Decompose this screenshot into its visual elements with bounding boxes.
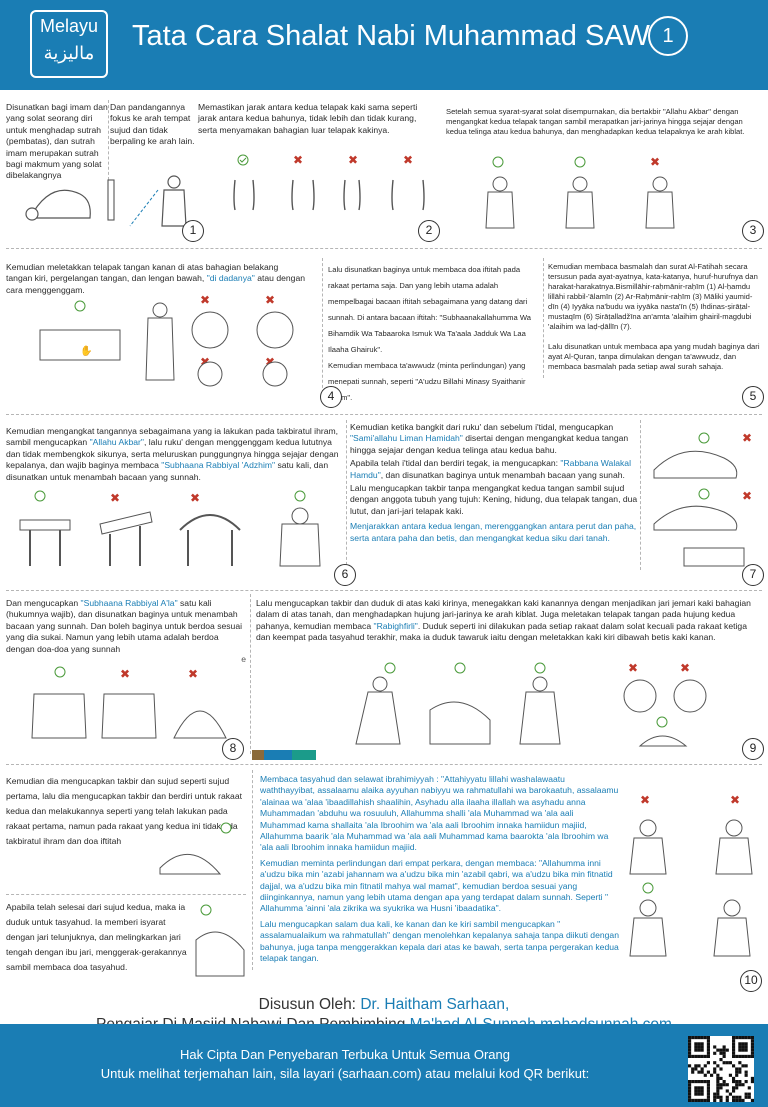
step10-salam-figures: ✖ ✖ xyxy=(629,793,753,957)
svg-text:✖: ✖ xyxy=(730,793,740,807)
step8-text: Dan mengucapkan "Subhaana Rabbiyal A'la"… xyxy=(6,598,243,654)
svg-text:✖: ✖ xyxy=(188,667,198,681)
footer-copyright: Hak Cipta Dan Penyebaran Terbuka Untuk S… xyxy=(179,1047,510,1062)
step-number-4: 4 xyxy=(320,386,342,408)
logo-bottom: ماليزية xyxy=(43,43,95,64)
step-number-6: 6 xyxy=(334,564,356,586)
step-number-8: 8 xyxy=(222,738,244,760)
step10-text-left-a: Kemudian dia mengucapkan takbir dan suju… xyxy=(6,776,242,846)
step-number-10: 10 xyxy=(740,970,762,992)
step4-hand-placement-figures: ✋ ✖ ✖ ✖ ✖ xyxy=(39,293,294,387)
svg-text:✖: ✖ xyxy=(403,153,413,167)
step10-text-right: Membaca tasyahud dan selawat ibrahimiyya… xyxy=(260,774,620,965)
svg-text:✖: ✖ xyxy=(293,153,303,167)
color-swatch-brown xyxy=(252,750,264,760)
step-number-3: 3 xyxy=(742,220,764,242)
qr-code[interactable] xyxy=(688,1036,754,1102)
step3-text: Setelah semua syarat-syarat solat disemp… xyxy=(446,107,745,136)
step7-para-2: Apabila telah i'tidal dan berdiri tegak,… xyxy=(350,458,631,480)
svg-text:✖: ✖ xyxy=(120,667,130,681)
sutrah-stick xyxy=(107,179,115,221)
step7-para-3: Lalu mengucapkan takbir tanpa mengangkat… xyxy=(350,483,638,516)
footer-translations: Untuk melihat terjemahan lain, sila laya… xyxy=(100,1066,590,1081)
svg-text:✖: ✖ xyxy=(200,293,210,307)
svg-text:✖: ✖ xyxy=(742,489,752,503)
svg-text:✖: ✖ xyxy=(742,431,752,445)
step8-label-e: e xyxy=(241,654,246,664)
svg-text:✖: ✖ xyxy=(348,153,358,167)
footer-banner xyxy=(0,1024,768,1107)
standing-person-figure xyxy=(129,175,187,227)
step10-salam-text: Lalu mengucapkan salam dua kali, ke kana… xyxy=(260,918,619,964)
color-swatch-teal xyxy=(292,750,316,760)
step2-text: Memastikan jarak antara kedua telapak ka… xyxy=(198,102,418,135)
step-number-7: 7 xyxy=(742,564,764,586)
step1-figures xyxy=(25,175,187,227)
svg-text:✖: ✖ xyxy=(265,355,275,369)
step-number-9: 9 xyxy=(742,738,764,760)
svg-text:✖: ✖ xyxy=(650,155,660,169)
title-page-number: 1 xyxy=(648,16,688,56)
svg-text:✖: ✖ xyxy=(640,793,650,807)
svg-text:✖: ✖ xyxy=(200,355,210,369)
step7-para-4: Menjarakkan antara kedua lengan, merengg… xyxy=(350,521,637,543)
step6-ruku-figures: ✖ ✖ xyxy=(19,490,321,567)
step-number-5: 5 xyxy=(742,386,764,408)
page-title: Tata Cara Shalat Nabi Muhammad SAW xyxy=(132,20,650,52)
step-number-1: 1 xyxy=(182,220,204,242)
step8-sujud-figures: ✖ ✖ xyxy=(31,666,227,739)
step10-isti'adzah-text: Kemudian meminta perlindungan dari empat… xyxy=(260,857,613,914)
step3-takbir-figures: ✖ xyxy=(485,155,675,229)
svg-text:✋: ✋ xyxy=(80,344,92,357)
step2-feet-figures: ✖ ✖ ✖ xyxy=(233,153,425,211)
color-swatch-blue xyxy=(264,750,292,760)
prostrating-person-figure xyxy=(25,189,91,221)
svg-text:✖: ✖ xyxy=(110,491,120,505)
step7-para-1: Kemudian ketika bangkit dari ruku' dan s… xyxy=(350,422,629,455)
step10-standing-figure xyxy=(159,822,232,875)
svg-text:✖: ✖ xyxy=(190,491,200,505)
step5-text-a: Lalu disunatkan baginya untuk membaca do… xyxy=(328,265,531,402)
step-number-2: 2 xyxy=(418,220,440,242)
step10-tasyahud-figure xyxy=(195,904,245,977)
svg-text:✖: ✖ xyxy=(680,661,690,675)
step7-text: Kemudian ketika bangkit dari ruku' dan s… xyxy=(350,422,640,544)
step1-text-a: Disunatkan bagi imam dan yang solat seor… xyxy=(6,102,108,181)
logo-top: Melayu xyxy=(39,16,99,36)
step10-tasyahud-text: Membaca tasyahud dan selawat ibrahimiyya… xyxy=(260,774,619,853)
step4-text: Kemudian meletakkan telapak tangan kanan… xyxy=(6,262,306,295)
step9-sitting-figures: ✖ ✖ xyxy=(355,661,707,747)
header-banner xyxy=(0,0,768,90)
step7-sujud-figures: ✖ ✖ xyxy=(653,431,752,567)
logo: Melayu ماليزية xyxy=(30,10,108,78)
step9-text: Lalu mengucapkan takbir dan duduk di ata… xyxy=(256,598,751,643)
step5-text-b: Kemudian membaca basmalah dan surat Al-F… xyxy=(548,262,760,371)
step6-text: Kemudian mengangkat tangannya sebagaiman… xyxy=(6,426,339,482)
svg-text:✖: ✖ xyxy=(265,293,275,307)
svg-text:✖: ✖ xyxy=(628,661,638,675)
step10-text-left-b: Apabila telah selesai dari sujud kedua, … xyxy=(6,902,187,972)
step1-text-b: Dan pandangannya fokus ke arah tempat su… xyxy=(110,102,195,147)
